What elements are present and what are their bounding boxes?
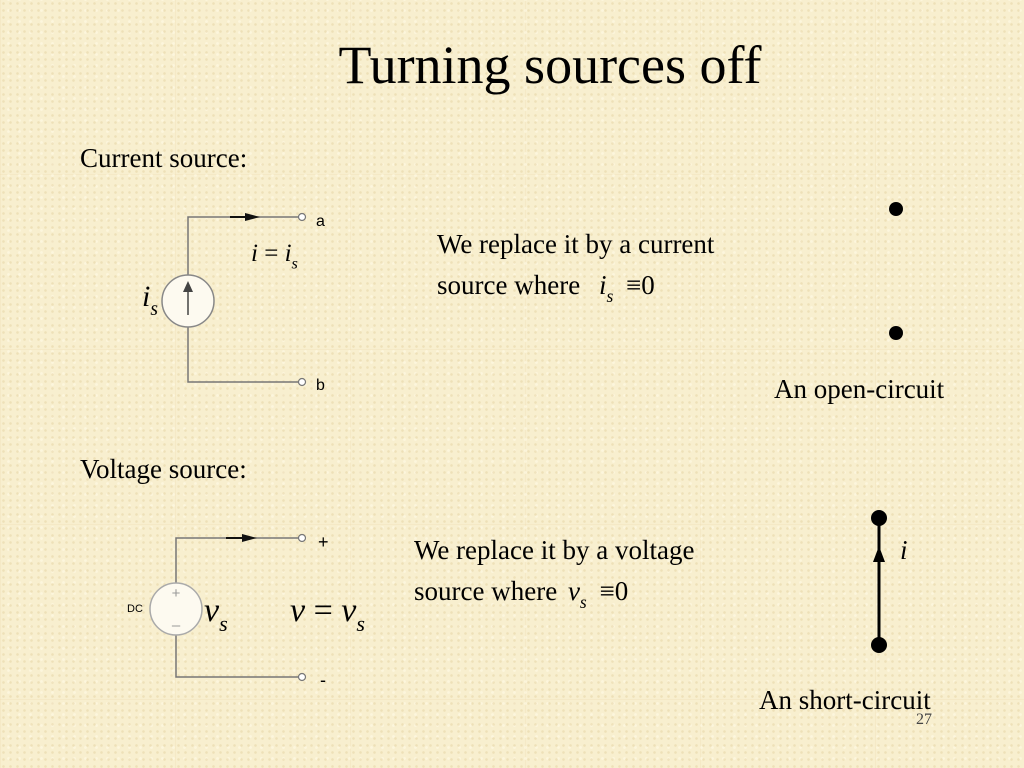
- short-circuit-top-node: [871, 510, 887, 526]
- node-minus-label: -: [320, 670, 326, 690]
- voltage-source-heading: Voltage source:: [80, 454, 247, 484]
- node-plus-terminal: [297, 533, 307, 543]
- node-a-label: a: [316, 213, 325, 230]
- slide-title: Turning sources off: [338, 35, 762, 95]
- short-circuit-diagram: [871, 510, 887, 653]
- source-plus-sign: +: [172, 585, 181, 602]
- dc-voltage-source-icon: + –: [149, 582, 203, 636]
- short-circuit-current-arrow-icon: [873, 546, 885, 562]
- terminal-voltage-equation: v = vs: [290, 592, 365, 636]
- dc-source-tag: DC: [127, 603, 143, 615]
- voltage-source-symbol-label: vs: [204, 592, 228, 636]
- current-description-line1: We replace it by a current: [437, 229, 715, 259]
- open-circuit-bottom-node: [889, 326, 903, 340]
- node-plus-label: +: [318, 532, 329, 552]
- page-number: 27: [916, 711, 932, 728]
- short-circuit-bottom-node: [871, 637, 887, 653]
- voltage-description-line2: source where vs ≡0: [414, 576, 629, 612]
- voltage-description-line1: We replace it by a voltage: [414, 535, 695, 565]
- short-circuit-caption: An short-circuit: [759, 685, 931, 715]
- current-description-line2: source where is ≡0: [437, 270, 655, 306]
- current-source-symbol-icon: [161, 274, 215, 328]
- current-source-circuit: a b: [161, 212, 325, 394]
- node-a-terminal: [297, 212, 307, 222]
- voltage-source-description: We replace it by a voltage source where …: [414, 530, 694, 623]
- current-zero-condition: is ≡0: [598, 270, 655, 306]
- source-minus-sign: –: [172, 617, 181, 634]
- open-circuit-diagram: [889, 202, 903, 340]
- current-source-description: We replace it by a current source where …: [437, 224, 714, 317]
- node-b-label: b: [316, 377, 325, 394]
- current-source-heading: Current source:: [80, 143, 248, 173]
- voltage-source-circuit: + – DC + -: [127, 532, 329, 690]
- branch-current-equation: i = is: [251, 240, 298, 273]
- current-source-symbol-label: is: [142, 280, 158, 320]
- open-circuit-caption: An open-circuit: [774, 374, 945, 404]
- node-minus-terminal: [297, 672, 307, 682]
- voltage-current-arrow-icon: [242, 534, 257, 542]
- voltage-zero-condition: vs ≡0: [567, 576, 629, 612]
- open-circuit-top-node: [889, 202, 903, 216]
- short-circuit-current-label: i: [900, 535, 908, 565]
- current-direction-arrow-icon: [245, 213, 260, 221]
- node-b-terminal: [297, 377, 307, 387]
